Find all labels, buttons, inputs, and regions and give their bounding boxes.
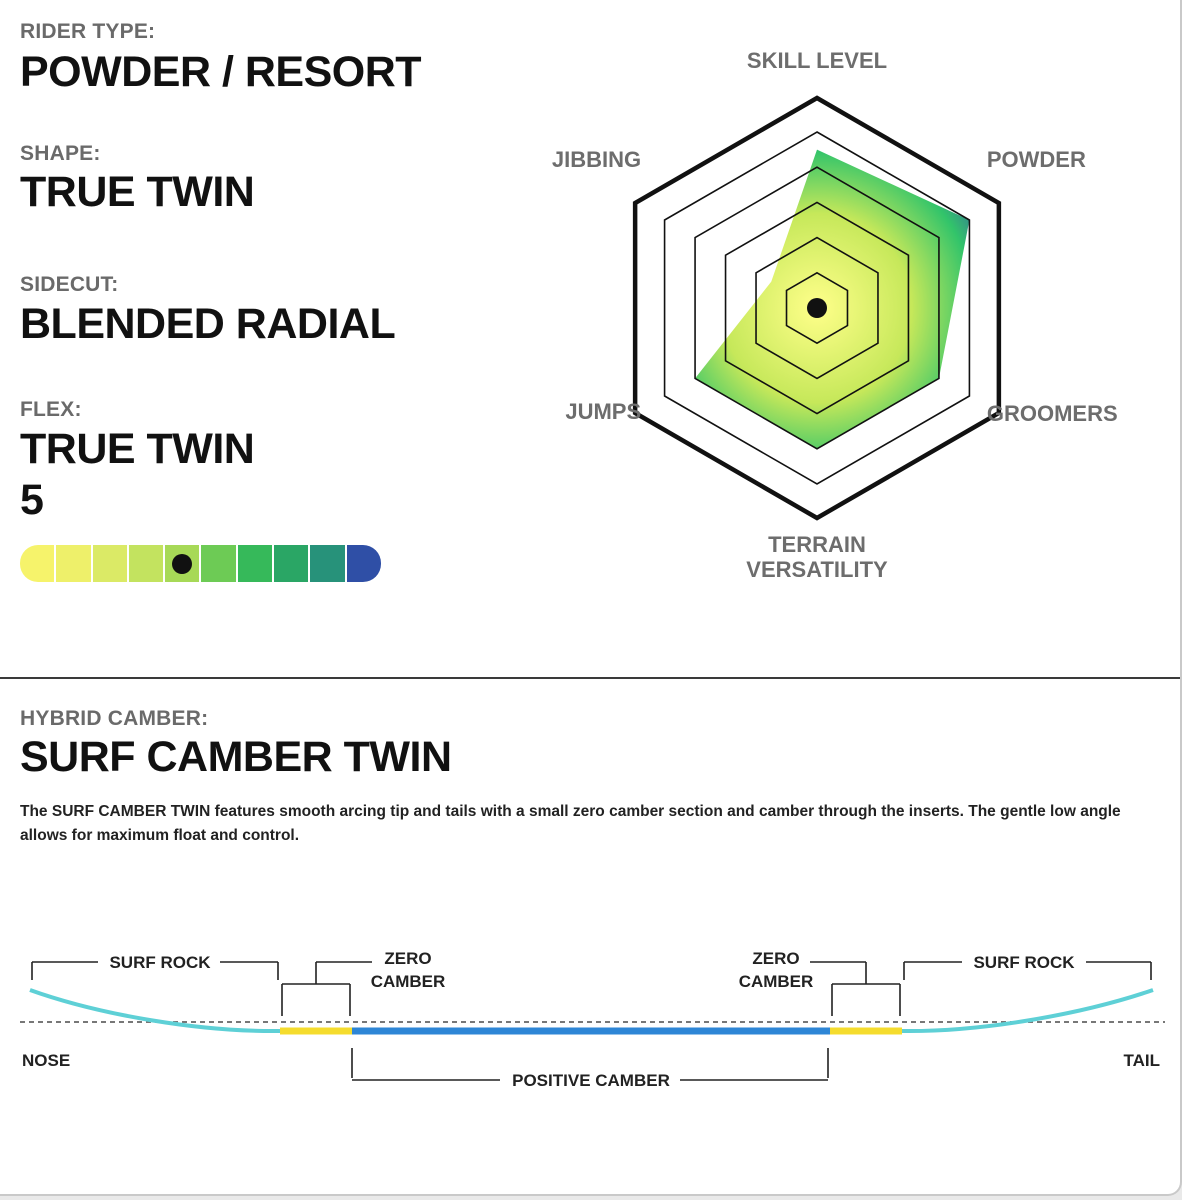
flex-segment [163, 545, 200, 582]
radar-ring [785, 271, 849, 345]
radar-ring [724, 201, 910, 415]
flex-segment [90, 545, 127, 582]
camber-description: The SURF CAMBER TWIN features smooth arc… [20, 803, 1121, 844]
flex-label: FLEX: [20, 398, 82, 421]
flex-segment [20, 545, 55, 582]
radar-ring [755, 236, 879, 380]
camber-profile-chart: SURF ROCK SURF ROCK ZERO CAMBER ZERO CAMBER PO… [20, 949, 1165, 1090]
flex-segment [54, 545, 91, 582]
flex-value: TRUE TWIN [20, 425, 255, 473]
positive-camber-label: POSITIVE CAMBER [512, 1071, 670, 1090]
sidecut-label: SIDECUT: [20, 273, 119, 296]
flex-rating: 5 [20, 476, 44, 524]
flex-scale-bar [20, 545, 381, 582]
radar-axis-label: JIBBING [552, 147, 641, 172]
camber-title: SURF CAMBER TWIN [20, 733, 452, 781]
nose-label: NOSE [22, 1051, 70, 1070]
flex-segment [126, 545, 164, 582]
surf-rock-tail-line [901, 988, 1154, 1034]
zero-left-label: ZERO [384, 949, 431, 968]
rider-type-label: RIDER TYPE: [20, 20, 156, 43]
rider-type-value: POWDER / RESORT [20, 48, 422, 96]
flex-segment [308, 545, 345, 582]
section-divider [0, 677, 1180, 679]
radar-ring [663, 131, 971, 485]
surf-rock-left-label: SURF ROCK [109, 953, 211, 972]
flex-segment [235, 545, 273, 582]
radar-ring [694, 166, 940, 450]
radar-frame [632, 95, 1002, 521]
surf-rock-nose-line [29, 988, 281, 1034]
radar-axis-label: GROOMERS [987, 401, 1118, 426]
flex-segment [199, 545, 236, 582]
radar-data-area [695, 149, 970, 449]
surf-rock-right-label: SURF ROCK [973, 953, 1075, 972]
flex-marker [172, 553, 193, 574]
flex-segment [272, 545, 309, 582]
sidecut-value: BLENDED RADIAL [20, 300, 396, 348]
radar-axis-label: JUMPS [565, 399, 641, 424]
shape-value: TRUE TWIN [20, 168, 255, 216]
flex-segment [344, 545, 381, 582]
tail-label: TAIL [1123, 1051, 1160, 1070]
zero-right-label: ZERO [752, 949, 799, 968]
radar-axis-label: POWDER [987, 147, 1086, 172]
camber-right-label: CAMBER [739, 972, 814, 991]
camber-label: HYBRID CAMBER: [20, 707, 209, 730]
radar-axis-label: SKILL LEVEL [747, 48, 887, 73]
shape-label: SHAPE: [20, 142, 101, 165]
camber-left-label: CAMBER [371, 972, 446, 991]
radar-center-dot [807, 298, 827, 318]
